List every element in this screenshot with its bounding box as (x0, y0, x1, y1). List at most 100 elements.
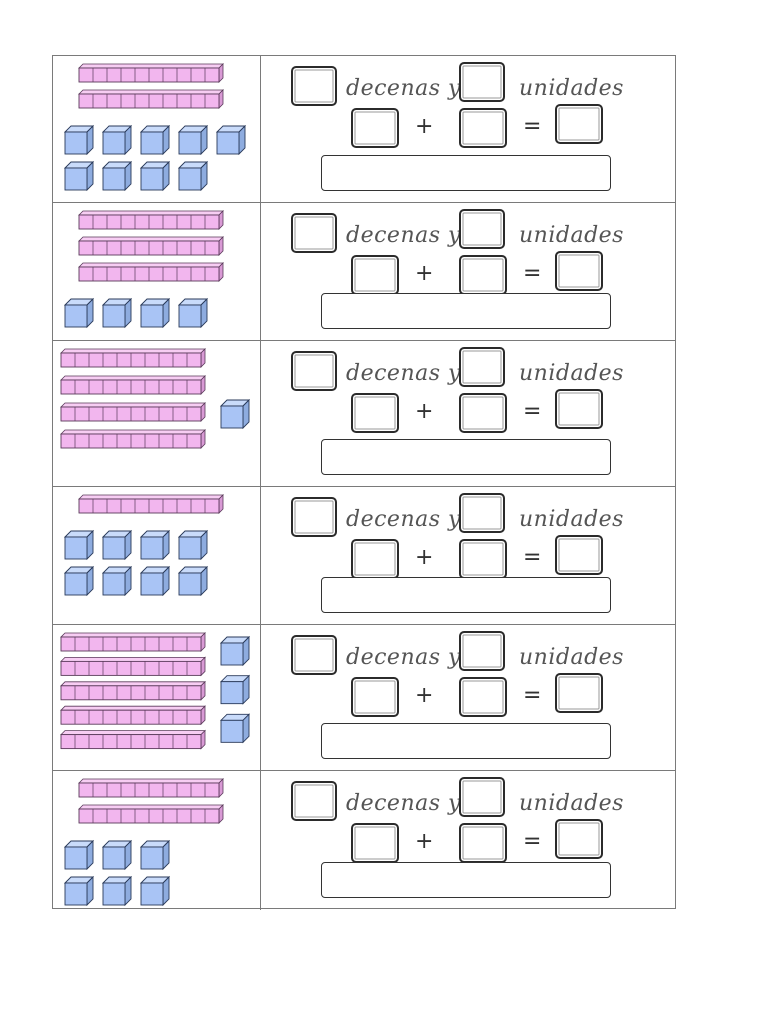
units-box[interactable] (459, 631, 505, 671)
tens-label: decenas y (346, 645, 461, 670)
ten-rod (60, 632, 206, 652)
blocks-drawing (63, 778, 224, 907)
ten-rod (60, 705, 206, 726)
addend-tens-box[interactable] (351, 823, 399, 863)
units-label: unidades (519, 361, 624, 386)
ten-rod (60, 375, 206, 395)
addend-tens-box[interactable] (351, 393, 399, 433)
blocks-drawing (63, 494, 224, 597)
blocks-drawing (60, 632, 251, 750)
number-word-field[interactable] (321, 439, 611, 475)
tens-box[interactable] (291, 351, 337, 391)
base-ten-blocks (53, 487, 261, 624)
base-ten-blocks (53, 771, 261, 910)
ten-rod (78, 63, 224, 83)
ten-rod (60, 348, 206, 368)
number-word-field[interactable] (321, 155, 611, 191)
equals-sign: = (523, 261, 542, 286)
tens-label: decenas y (346, 361, 461, 386)
unit-cube (219, 635, 251, 667)
sum-box[interactable] (555, 104, 603, 144)
tens-box[interactable] (291, 781, 337, 821)
unit-cube (101, 839, 133, 871)
unit-cube (101, 529, 133, 561)
addend-tens-box[interactable] (351, 539, 399, 579)
answer-area: decenas y unidades + = (261, 203, 675, 340)
answer-area: decenas y unidades + = (261, 341, 675, 486)
tens-box[interactable] (291, 497, 337, 537)
exercise-row: decenas y unidades + = (53, 341, 675, 487)
ten-rod (78, 262, 224, 282)
addend-units-box[interactable] (459, 823, 507, 863)
tens-box[interactable] (291, 66, 337, 106)
equals-sign: = (523, 114, 542, 139)
unit-cube (63, 875, 95, 907)
blocks-drawing (63, 63, 247, 192)
number-word-field[interactable] (321, 862, 611, 898)
ten-rod (78, 778, 224, 798)
addend-tens-box[interactable] (351, 677, 399, 717)
unit-cube (139, 124, 171, 156)
equals-sign: = (523, 545, 542, 570)
units-box[interactable] (459, 347, 505, 387)
sum-box[interactable] (555, 251, 603, 291)
unit-cube (63, 839, 95, 871)
base-ten-blocks (53, 203, 261, 340)
tens-box[interactable] (291, 635, 337, 675)
unit-cube (139, 297, 171, 329)
plus-sign: + (415, 683, 434, 708)
units-box[interactable] (459, 493, 505, 533)
number-word-field[interactable] (321, 293, 611, 329)
sum-box[interactable] (555, 389, 603, 429)
exercise-row: decenas y unidades + = (53, 203, 675, 341)
equals-sign: = (523, 683, 542, 708)
sum-box[interactable] (555, 673, 603, 713)
units-label: unidades (519, 76, 624, 101)
ten-rod (78, 210, 224, 230)
units-box[interactable] (459, 209, 505, 249)
plus-sign: + (415, 261, 434, 286)
equals-sign: = (523, 399, 542, 424)
unit-cube (101, 565, 133, 597)
plus-sign: + (415, 399, 434, 424)
tens-box[interactable] (291, 213, 337, 253)
addend-units-box[interactable] (459, 539, 507, 579)
addend-units-box[interactable] (459, 677, 507, 717)
unit-cube (63, 565, 95, 597)
sum-box[interactable] (555, 819, 603, 859)
addend-tens-box[interactable] (351, 255, 399, 295)
unit-cube (63, 529, 95, 561)
unit-cube (101, 160, 133, 192)
unit-cube (219, 713, 251, 744)
unit-cube (219, 674, 251, 705)
unit-cube (63, 297, 95, 329)
addend-units-box[interactable] (459, 255, 507, 295)
unit-cube (139, 529, 171, 561)
addend-units-box[interactable] (459, 108, 507, 148)
units-box[interactable] (459, 777, 505, 817)
units-box[interactable] (459, 62, 505, 102)
tens-label: decenas y (346, 223, 461, 248)
unit-cube (177, 565, 209, 597)
blocks-drawing (63, 210, 224, 329)
equals-sign: = (523, 829, 542, 854)
sum-box[interactable] (555, 535, 603, 575)
ten-rod (60, 729, 206, 750)
number-word-field[interactable] (321, 577, 611, 613)
units-label: unidades (519, 223, 624, 248)
unit-cube (215, 124, 247, 156)
addend-tens-box[interactable] (351, 108, 399, 148)
base-ten-blocks (53, 625, 261, 770)
base-ten-blocks (53, 341, 261, 486)
unit-cube (63, 160, 95, 192)
blocks-drawing (60, 348, 251, 449)
unit-cube (139, 875, 171, 907)
number-word-field[interactable] (321, 723, 611, 759)
addend-units-box[interactable] (459, 393, 507, 433)
